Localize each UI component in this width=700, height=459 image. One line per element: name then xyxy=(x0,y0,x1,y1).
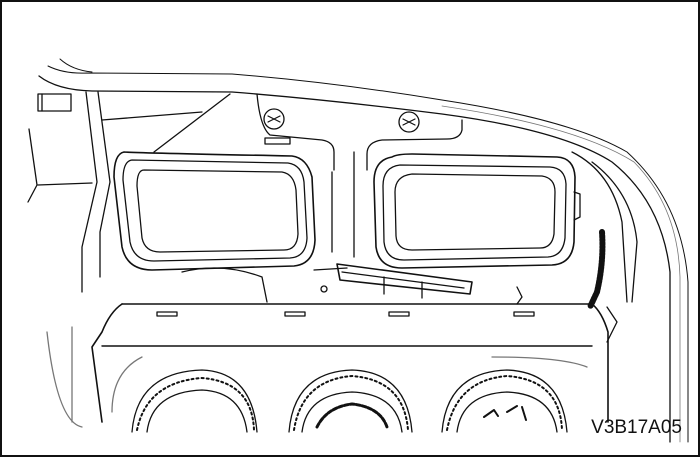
center-bracket xyxy=(256,93,463,258)
screw-left-icon xyxy=(263,108,285,130)
cable-connector xyxy=(181,263,523,305)
heater-control-panel xyxy=(46,303,609,428)
right-air-vent-duct xyxy=(373,153,581,269)
knob-right xyxy=(441,369,568,433)
dashboard-top-pad xyxy=(38,58,689,443)
left-trim xyxy=(27,91,231,293)
knob-center xyxy=(288,369,413,433)
right-trim xyxy=(571,151,638,343)
figure-reference-label: V3B17A05 xyxy=(591,417,682,438)
left-air-vent-duct xyxy=(113,151,316,271)
screw-right-icon xyxy=(398,111,420,133)
knob-left xyxy=(131,369,258,433)
